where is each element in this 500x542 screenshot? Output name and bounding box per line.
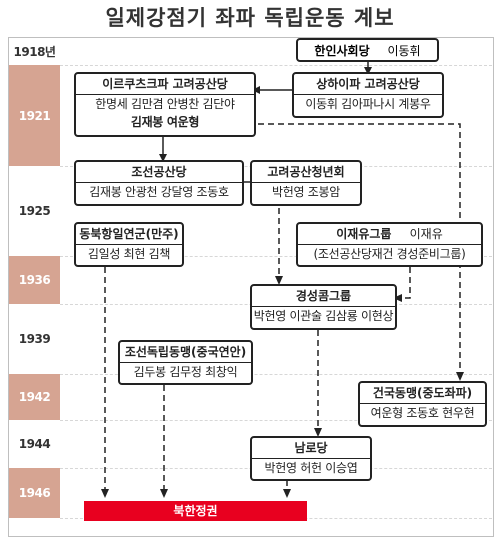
- row-separator: [60, 65, 492, 66]
- year-1939: 1939: [9, 304, 60, 374]
- node-irkutsk-name: 이르쿠츠크파 고려공산당: [76, 74, 254, 95]
- node-shanghai-name: 상하이파 고려공산당: [294, 74, 442, 95]
- node-jaeyu-header: 이재유그룹 이재유: [298, 224, 481, 245]
- node-gyeongseong-name: 경성콤그룹: [252, 286, 395, 307]
- node-irkutsk-members1: 한명세 김만겸 안병찬 김단야: [95, 97, 235, 111]
- row-separator: [60, 256, 492, 257]
- node-namrodang: 남로당 박헌영 허헌 이승엽: [250, 436, 372, 481]
- year-1918: 1918년: [9, 38, 60, 65]
- year-1925: 1925: [9, 166, 60, 256]
- node-jaeyu-leader: 이재유: [409, 227, 443, 241]
- node-irkutsk-members2: 김재봉 여운형: [130, 115, 200, 129]
- node-joseon-cp-name: 조선공산당: [76, 162, 242, 183]
- node-namrodang-name: 남로당: [252, 438, 370, 459]
- year-1921: 1921: [9, 65, 60, 166]
- node-jaeyu-note: (조선공산당재건 경성준비그룹): [313, 247, 466, 261]
- node-jaeyu-name: 이재유그룹: [336, 227, 392, 241]
- year-1944: 1944: [9, 420, 60, 468]
- arrowhead-geonguk: [456, 372, 464, 381]
- node-youth-name: 고려공산청년회: [252, 162, 360, 183]
- row-separator: [60, 420, 492, 421]
- node-northeast-members: 김일성 최현 김책: [87, 247, 171, 261]
- node-hanin-members: 이동휘: [387, 44, 421, 58]
- node-jaeyu: 이재유그룹 이재유 (조선공산당재건 경성준비그룹): [296, 222, 483, 267]
- node-irkutsk: 이르쿠츠크파 고려공산당 한명세 김만겸 안병찬 김단야 김재봉 여운형: [74, 72, 256, 137]
- year-1946: 1946: [9, 468, 60, 518]
- node-youth: 고려공산청년회 박헌영 조봉암: [250, 160, 362, 206]
- node-hanin: 한인사회당 이동휘: [296, 38, 439, 62]
- node-hanin-name: 한인사회당: [314, 44, 370, 58]
- arrowhead-dongmaeng: [160, 489, 168, 498]
- node-gyeongseong: 경성콤그룹 박헌영 이관술 김삼룡 이현상: [250, 284, 397, 330]
- node-northeast-name: 동북항일연군(만주): [76, 224, 182, 245]
- year-1942: 1942: [9, 374, 60, 420]
- year-1936: 1936: [9, 256, 60, 304]
- diagram-title: 일제강점기 좌파 독립운동 계보: [105, 6, 395, 30]
- node-geonguk-members: 여운형 조동호 현우현: [370, 406, 475, 420]
- row-separator: [60, 374, 492, 375]
- node-dongmaeng-name: 조선독립동맹(중국연안): [120, 342, 251, 363]
- node-geonguk-name: 건국동맹(중도좌파): [360, 383, 485, 404]
- final-north-korea-regime: 북한정권: [84, 501, 307, 521]
- node-youth-members: 박헌영 조봉암: [272, 185, 340, 199]
- arrowhead-jaeyu: [393, 294, 402, 302]
- node-shanghai-members: 이동휘 김아파나시 계봉우: [305, 97, 431, 111]
- node-dongmaeng: 조선독립동맹(중국연안) 김두봉 김무정 최창익: [118, 340, 253, 385]
- node-shanghai: 상하이파 고려공산당 이동휘 김아파나시 계봉우: [292, 72, 444, 118]
- year-column: 1918년 1921 1925 1936 1939 1942 1944 1946: [9, 38, 60, 534]
- arrowhead-northeast: [101, 489, 109, 498]
- arrowhead-gyeongseong: [275, 276, 283, 285]
- arrowhead-namrodang-final: [283, 489, 291, 498]
- arrow-yeo-to-geonguk: [178, 123, 461, 376]
- node-geonguk: 건국동맹(중도좌파) 여운형 조동호 현우현: [358, 381, 487, 427]
- node-gyeongseong-members: 박헌영 이관술 김삼룡 이현상: [253, 309, 394, 323]
- node-namrodang-members: 박헌영 허헌 이승엽: [264, 461, 358, 475]
- node-joseon-cp-members: 김재봉 안광천 강달영 조동호: [89, 185, 229, 199]
- node-northeast: 동북항일연군(만주) 김일성 최현 김책: [74, 222, 184, 267]
- arrowhead-namrodang: [314, 428, 322, 437]
- arrow-jaeyu-to-gyeongseong: [398, 267, 411, 299]
- node-joseon-cp: 조선공산당 김재봉 안광천 강달영 조동호: [74, 160, 244, 206]
- node-dongmaeng-members: 김두봉 김무정 최창익: [133, 365, 238, 379]
